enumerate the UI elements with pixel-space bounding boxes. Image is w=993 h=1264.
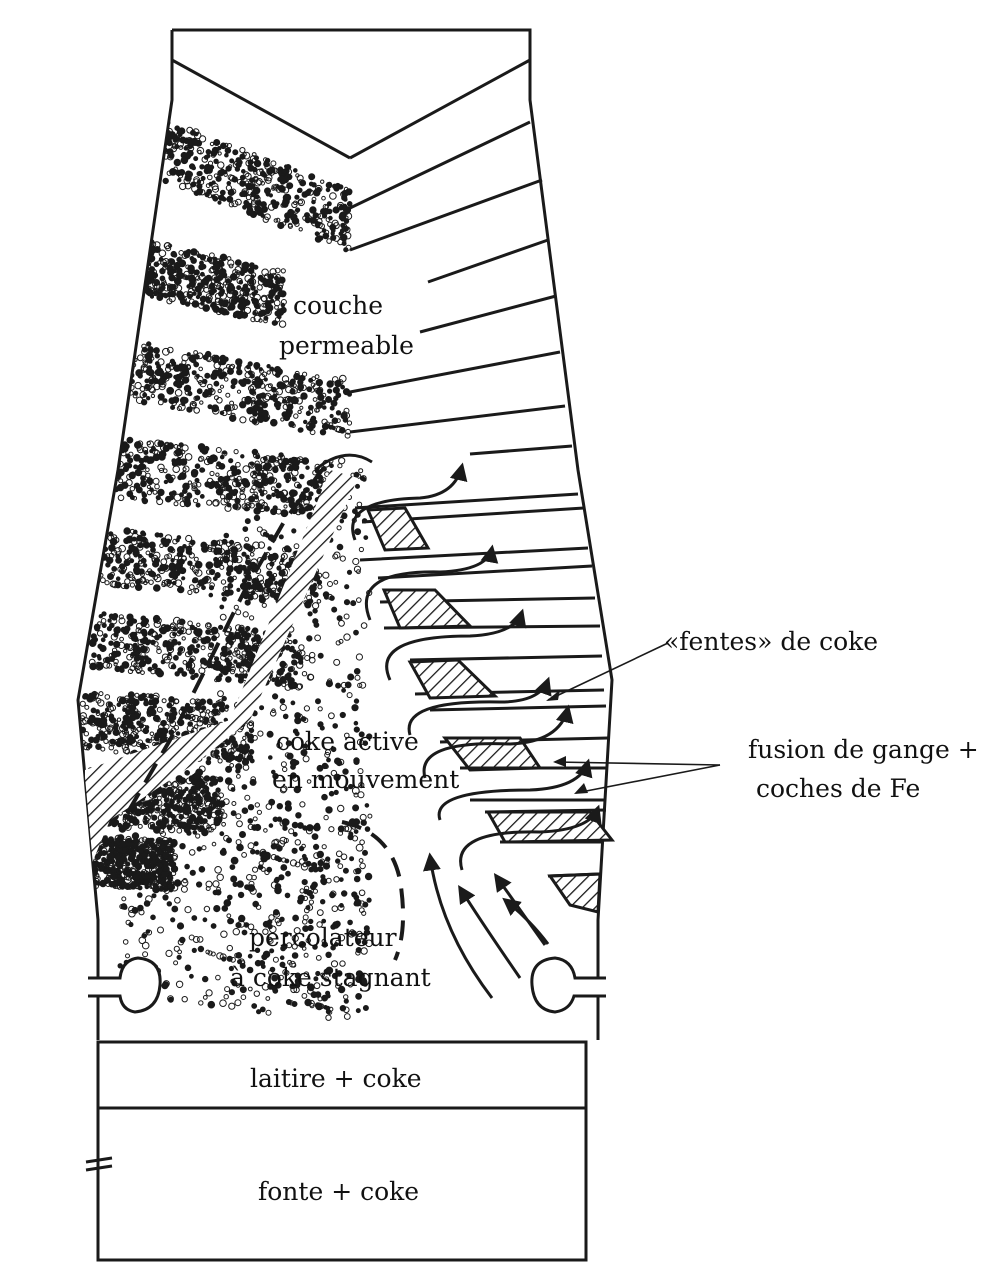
- label-percolateur-1: percolateur: [249, 923, 397, 952]
- label-fusion-1: fusion de gange +: [748, 735, 979, 764]
- annotation-leaders: [548, 643, 720, 793]
- label-couche-2: permeable: [279, 331, 414, 360]
- label-fentes: «fentes» de coke: [664, 627, 878, 656]
- label-fusion-2: coches de Fe: [756, 774, 920, 803]
- label-coke-active-1: coke active: [276, 727, 419, 756]
- coke-particle-texture: [80, 120, 372, 1020]
- label-couche-1: couche: [293, 291, 383, 320]
- label-percolateur-2: à coke stagnant: [230, 963, 431, 992]
- tuyere-right: [532, 958, 606, 1012]
- label-coke-active-2: en mouvement: [272, 765, 459, 794]
- label-fonte: fonte + coke: [258, 1177, 419, 1206]
- label-laitier: laitire + coke: [250, 1064, 422, 1093]
